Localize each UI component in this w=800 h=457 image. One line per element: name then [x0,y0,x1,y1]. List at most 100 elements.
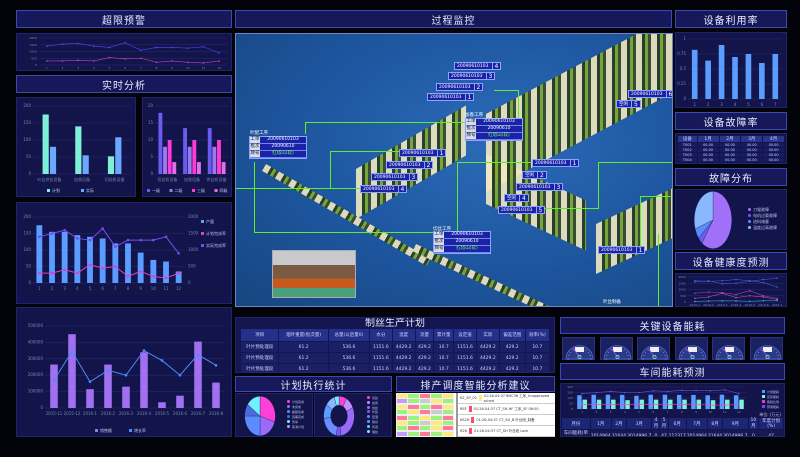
bar[interactable] [176,395,184,408]
data-point[interactable] [721,283,724,285]
data-point[interactable] [694,300,696,303]
data-point[interactable] [723,404,726,406]
schedule-cell[interactable] [442,431,453,436]
data-point[interactable] [762,299,765,302]
bar[interactable] [172,162,177,174]
data-point[interactable] [101,227,104,230]
legend-label[interactable]: 计划能耗 [767,389,779,394]
data-point[interactable] [609,390,612,393]
data-point[interactable] [624,403,626,406]
schedule-cell[interactable] [419,415,431,420]
legend-label[interactable]: 增长率 [134,427,146,433]
schedule-cell[interactable] [431,415,442,420]
bar[interactable] [122,386,130,408]
data-point[interactable] [61,60,64,62]
bar[interactable] [49,231,55,283]
data-point[interactable] [652,403,655,406]
bar[interactable] [732,57,738,99]
data-point[interactable] [93,60,95,62]
data-point[interactable] [762,296,765,298]
bar[interactable] [125,243,131,283]
data-point[interactable] [694,292,696,295]
data-point[interactable] [666,390,669,393]
data-point[interactable] [93,45,95,47]
data-point[interactable] [46,45,48,47]
schedule-cell[interactable] [442,399,453,404]
bar[interactable] [115,137,122,174]
bar[interactable] [772,54,779,99]
legend-label[interactable]: 销售额 [100,427,112,433]
data-point[interactable] [595,391,598,394]
data-point[interactable] [694,281,696,283]
bar[interactable] [759,63,765,99]
data-point[interactable] [50,271,54,275]
data-point[interactable] [50,232,54,235]
bar[interactable] [140,352,148,408]
bar[interactable] [104,364,112,408]
legend-item[interactable]: 风选 [367,424,378,430]
bar[interactable] [74,235,81,283]
schedule-cell[interactable] [431,399,442,404]
schedule-cell[interactable] [408,394,419,398]
data-point[interactable] [171,46,173,49]
schedule-cell[interactable] [397,394,408,398]
energy-gauge[interactable] [562,337,595,360]
data-point[interactable] [139,270,142,273]
data-point[interactable] [187,61,189,64]
bar[interactable] [49,146,57,174]
schedule-cell[interactable] [397,426,408,431]
data-point[interactable] [155,46,158,49]
data-point[interactable] [638,403,640,405]
energy-gauge[interactable] [637,337,670,360]
energy-gauge[interactable] [599,337,633,360]
legend-item[interactable]: 叶配 [367,410,378,415]
bar[interactable] [137,252,144,283]
data-point[interactable] [76,237,79,240]
data-point[interactable] [63,268,66,272]
data-point[interactable] [707,296,710,298]
data-point[interactable] [114,245,117,248]
data-point[interactable] [748,294,751,297]
data-point[interactable] [748,300,751,303]
bar[interactable] [187,146,192,174]
bar[interactable] [107,156,115,174]
data-point[interactable] [108,56,111,59]
schedule-cell[interactable] [397,420,408,425]
workshop-photo[interactable] [272,250,356,298]
bar[interactable] [662,394,668,409]
data-point[interactable] [709,390,712,392]
legend-item[interactable]: 未完成 [287,405,304,410]
pie-slice[interactable] [701,191,732,249]
bar[interactable] [217,140,221,174]
bar[interactable] [718,45,725,99]
pie-slice[interactable] [244,415,261,436]
data-point[interactable] [707,280,710,283]
data-point[interactable] [707,291,710,293]
pie-slice[interactable] [259,396,276,423]
data-point[interactable] [776,277,778,280]
data-point[interactable] [142,349,146,352]
data-point[interactable] [776,299,778,302]
bar[interactable] [61,231,68,283]
bar[interactable] [221,162,226,174]
bar[interactable] [75,126,82,174]
legend-item[interactable]: 刀辊故障 [748,207,777,213]
schedule-cell[interactable] [397,415,408,420]
bar[interactable] [696,399,702,409]
schedule-cell[interactable] [408,431,419,436]
data-point[interactable] [762,278,765,281]
